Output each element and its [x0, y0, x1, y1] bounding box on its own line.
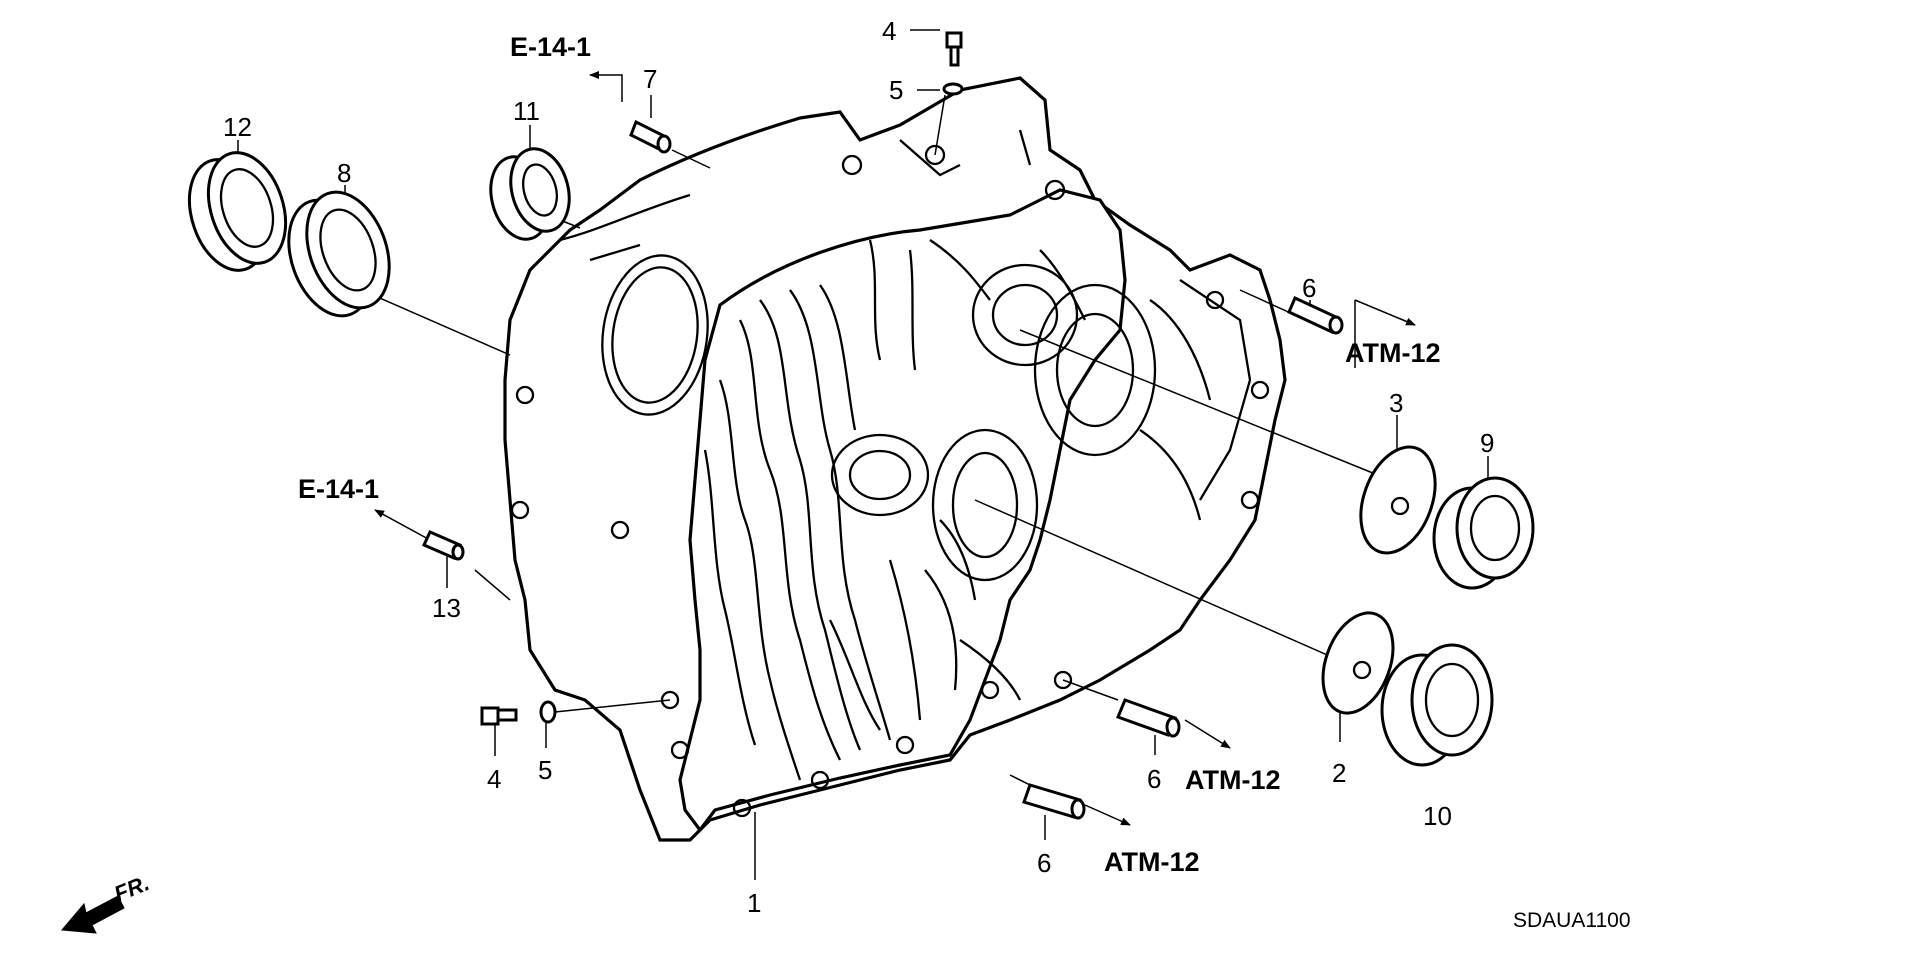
dowel-pin-6-middle: [1116, 698, 1181, 738]
callout-6-middle: 6: [1147, 764, 1161, 794]
callout-13: 13: [432, 593, 461, 623]
transmission-housing: [503, 76, 1287, 842]
callout-4-bottom: 4: [487, 764, 501, 794]
callout-5-top: 5: [889, 75, 903, 105]
front-direction-arrow: FR.: [60, 870, 153, 934]
bolt-4-bottom: [480, 706, 518, 726]
callout-11: 11: [513, 96, 540, 126]
roller-bearing-10: [1380, 643, 1494, 767]
reference-atm-middle: ATM-12: [1185, 765, 1281, 795]
callout-7: 7: [643, 64, 657, 94]
drawing-code: SDAUA1100: [1513, 909, 1631, 932]
callout-10: 10: [1423, 801, 1452, 831]
oil-seal-12: [187, 151, 288, 272]
callout-4-top: 4: [882, 16, 896, 46]
callout-9: 9: [1480, 428, 1494, 458]
reference-atm-bottom: ATM-12: [1104, 847, 1200, 877]
reference-atm-top: ATM-12: [1345, 338, 1441, 368]
bolt-4-top: [945, 31, 963, 67]
dowel-pin-6-right: [1287, 295, 1344, 335]
dowel-pin-7: [629, 119, 672, 154]
callout-12: 12: [223, 112, 252, 142]
callout-5-bottom: 5: [538, 755, 552, 785]
reference-e14-top: E-14-1: [510, 32, 591, 62]
callout-1: 1: [747, 888, 761, 918]
dowel-pin-6-bottom: [1022, 783, 1086, 820]
oil-guide-plate-3: [1359, 445, 1437, 555]
bearing-8: [287, 190, 391, 318]
washer-5-bottom: [539, 700, 557, 724]
washer-5-top: [942, 82, 964, 96]
oil-guide-plate-2: [1321, 611, 1395, 715]
bearing-11: [489, 147, 571, 241]
front-label: FR.: [111, 870, 153, 906]
callout-2: 2: [1332, 758, 1346, 788]
section-references: E-14-1 E-14-1 ATM-12 ATM-12 ATM-12: [298, 32, 1441, 877]
reference-e14-left: E-14-1: [298, 474, 379, 504]
callout-6-right: 6: [1302, 273, 1316, 303]
callout-numbers: 1 2 3 4 4 5 5 6 6 6 7 8 9 10 11 12 13: [223, 16, 1494, 918]
bearing-9: [1432, 476, 1535, 590]
callout-3: 3: [1389, 388, 1403, 418]
callout-8: 8: [337, 158, 351, 188]
callout-6-bottom: 6: [1037, 848, 1051, 878]
dowel-pin-13: [421, 530, 465, 561]
